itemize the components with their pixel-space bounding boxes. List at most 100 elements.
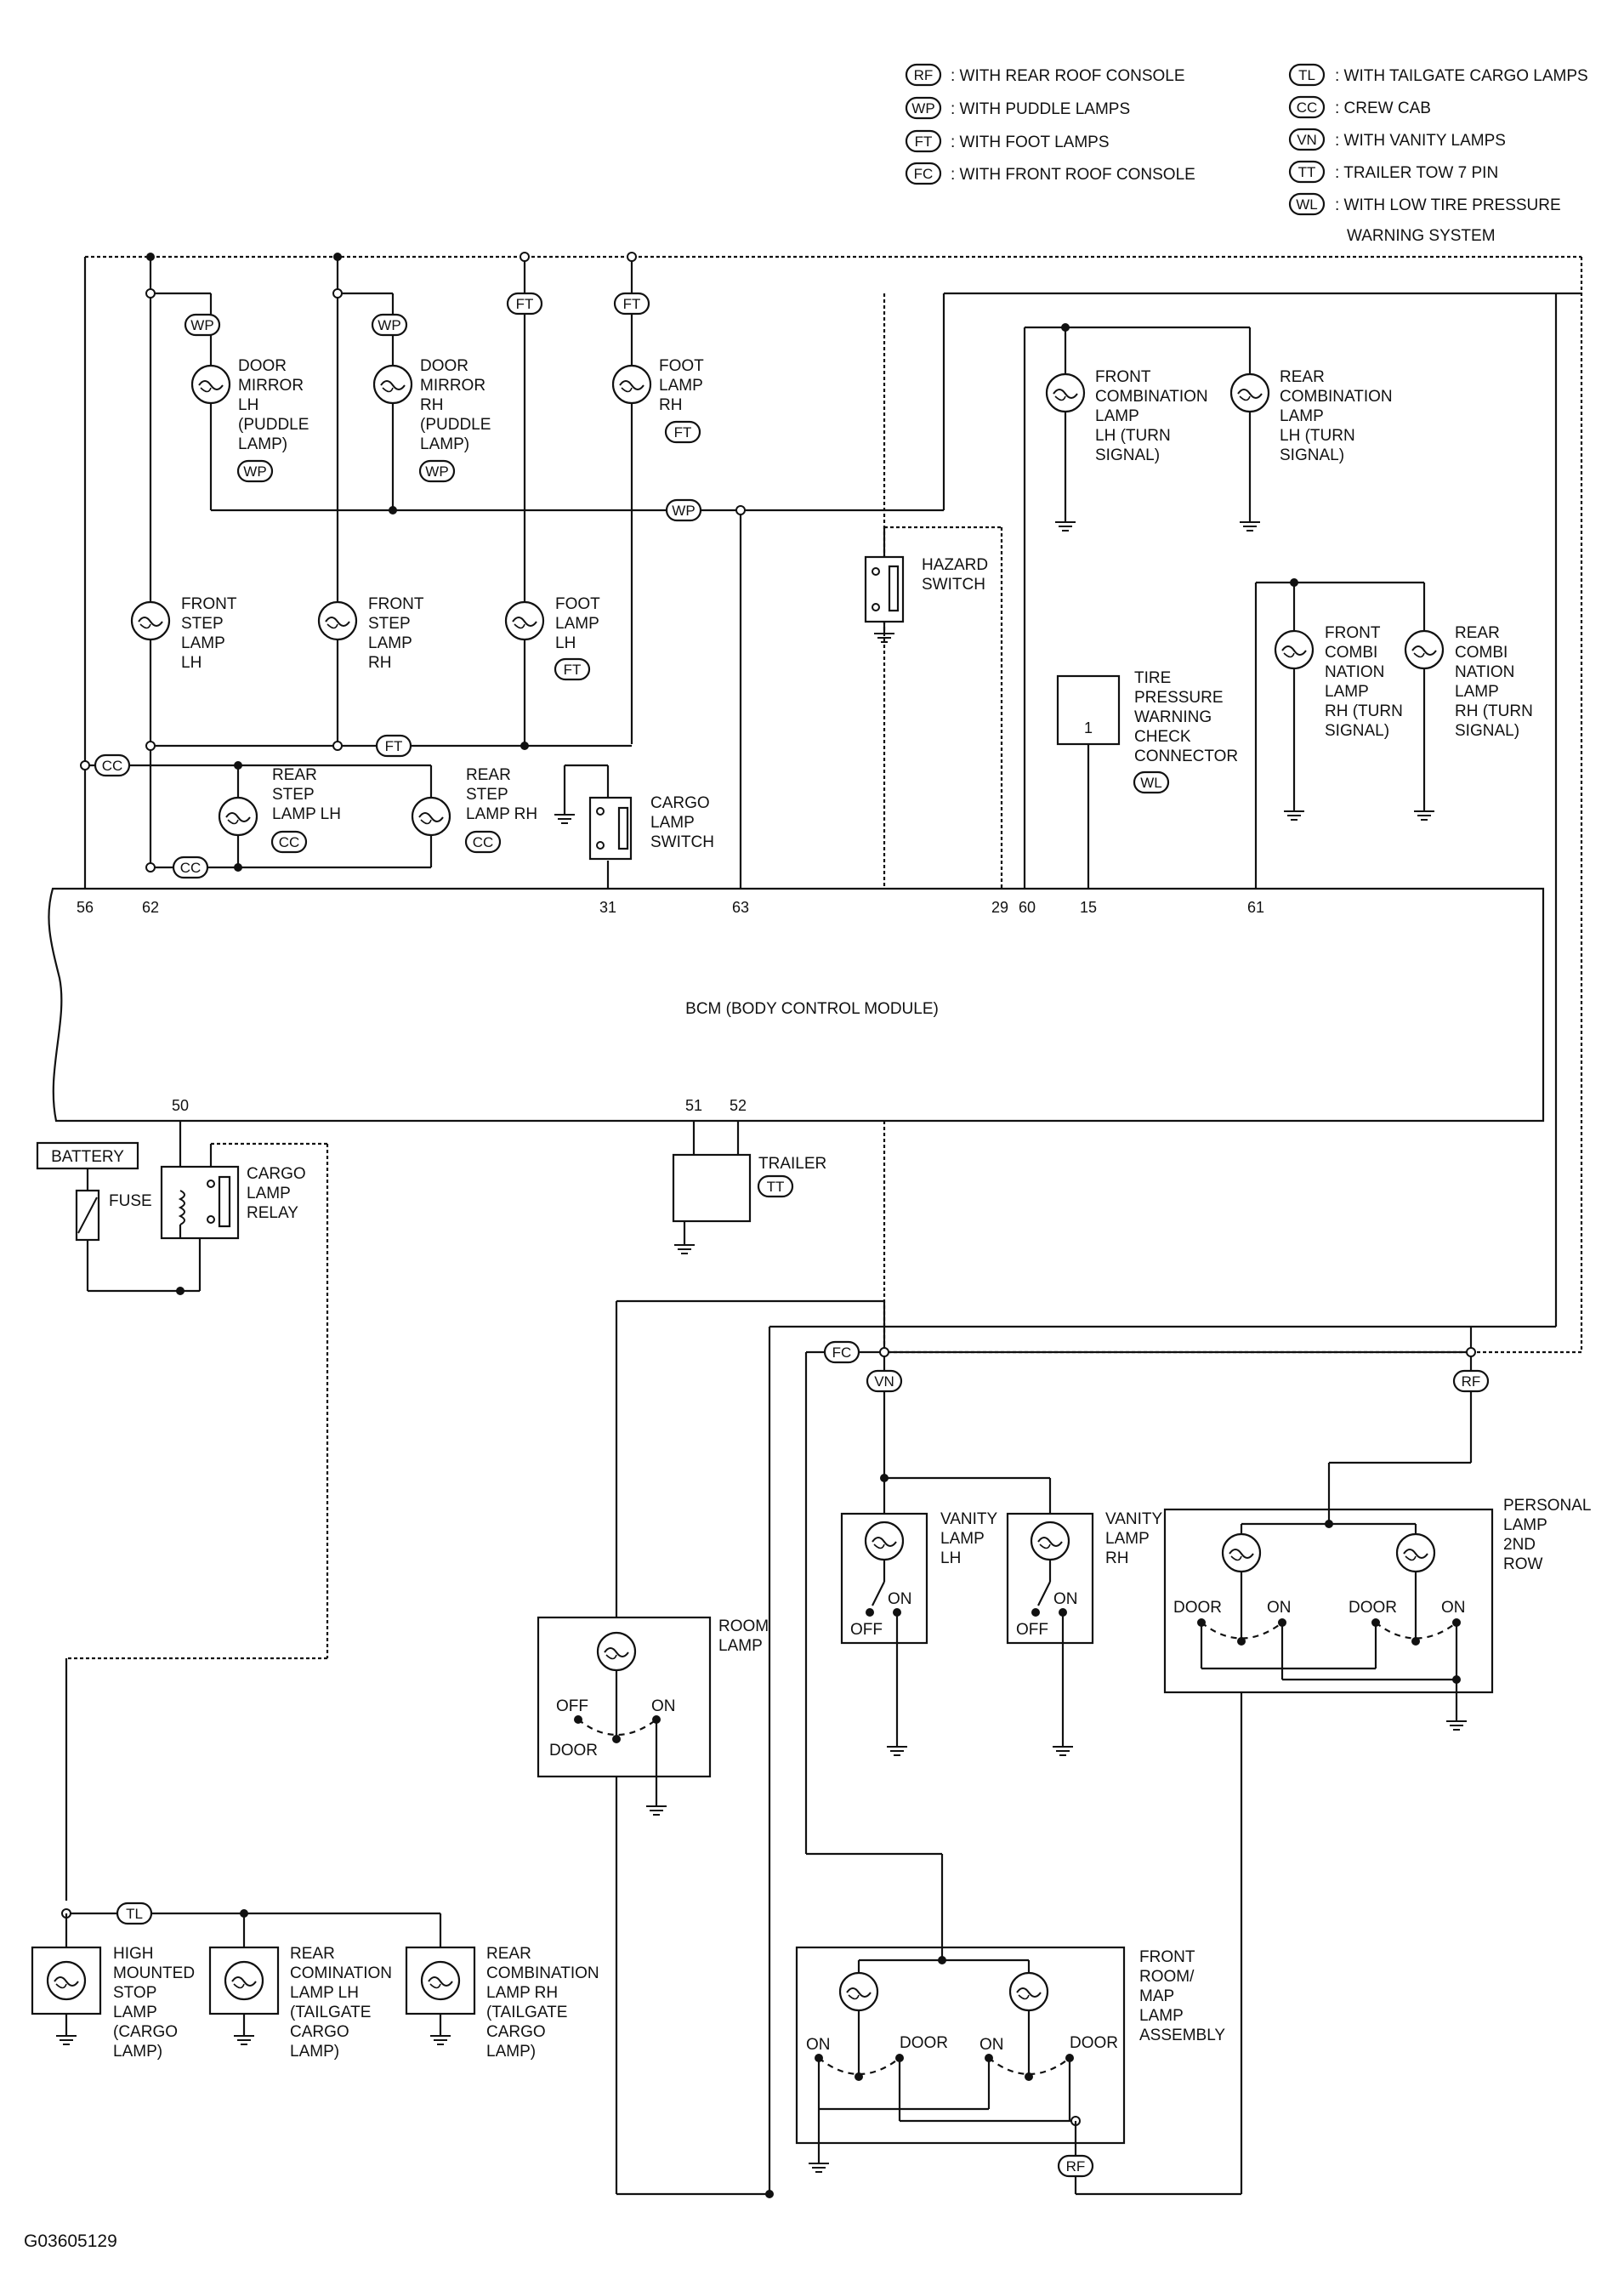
legend-text: : WITH FOOT LAMPS [951,134,1110,151]
bcm-pin: 63 [732,899,749,916]
legend-code: CC [1297,99,1318,116]
component-label: RH (TURN [1325,702,1403,720]
component-label: HIGH [113,1945,154,1963]
personal-lamp-2nd-row: DOOR ON DOOR ON PERSONAL LAMP 2ND ROW [1163,1497,1591,1731]
rear-combination-lamp-lh-tailgate: REAR COMINATION LAMP LH (TAILGATE CARGO … [208,1945,392,2061]
bcm-label: BCM (BODY CONTROL MODULE) [685,1000,939,1018]
bcm-pin: 61 [1247,899,1264,916]
option-tag: TT [767,1179,785,1195]
component-label: FRONT [181,595,237,613]
component-label: LAMP RH [486,1984,558,2002]
legend-item-tl: TL : WITH TAILGATE CARGO LAMPS [1288,63,1588,87]
legend-item-vn: VN : WITH VANITY LAMPS [1288,128,1506,151]
legend-code: WP [911,100,934,117]
component-label: LH [555,634,576,652]
bcm-pin: 51 [685,1097,702,1114]
component-label: LAMP) [113,2043,162,2061]
component-label: COMBINATION [486,1964,599,1982]
component-label: STOP [113,1984,156,2002]
component-label: RH [420,396,443,414]
battery-label: BATTERY [51,1148,124,1166]
component-label: (TAILGATE [290,2004,371,2021]
connector-pin: 1 [1084,719,1093,736]
component-label: COMBINATION [1095,388,1208,406]
legend-code: TT [1298,164,1316,180]
option-tag: WP [243,463,266,480]
switch-on-label: ON [1441,1599,1466,1617]
rear-step-lamp-rh: REAR STEP LAMP RH CC [411,766,537,854]
component-label: NATION [1455,663,1514,681]
component-label: LAMP) [486,2043,536,2061]
component-label: MIRROR [238,377,304,395]
option-tag: WP [378,317,400,333]
switch-on-label: ON [980,2036,1004,2054]
switch-on-label: ON [1053,1590,1078,1608]
switch-door-label: DOOR [900,2034,948,2052]
legend-text-continued: WARNING SYSTEM [1347,227,1496,245]
component-label: RH [1105,1549,1128,1567]
component-label: PERSONAL [1503,1497,1591,1515]
component-label: REAR [1455,624,1500,642]
component-label: CARGO [290,2023,349,2041]
legend-code: TL [1298,67,1315,83]
legend-text: : WITH LOW TIRE PRESSURE [1335,196,1561,214]
component-label: CARGO [650,794,710,812]
component-label: DOOR [238,357,287,375]
component-label: LAMP [1139,2007,1184,2025]
legend-item-wp: WP : WITH PUDDLE LAMPS [905,96,1130,120]
component-label: MIRROR [420,377,485,395]
switch-door-label: DOOR [1173,1599,1222,1617]
component-label: REAR [486,1945,531,1963]
hazard-switch: HAZARD SWITCH [864,527,988,644]
component-label: FOOT [555,595,600,613]
component-label: SIGNAL) [1455,722,1519,740]
option-tag: WL [1140,775,1162,791]
bcm-pin: 56 [77,899,94,916]
component-label: STEP [272,786,315,804]
upper-wiring [83,255,1583,1354]
component-label: LAMP [555,615,599,633]
component-label: PRESSURE [1134,689,1224,707]
front-combination-lamp-rh: FRONT COMBI NATION LAMP RH (TURN SIGNAL) [1274,624,1403,821]
component-label: NATION [1325,663,1384,681]
front-room-map-lamp-assembly: RF ON DOOR ON DOOR FRONT ROOM/ MAP LAMP … [795,1946,1225,2178]
bcm-pin: 50 [172,1097,189,1114]
component-label: MOUNTED [113,1964,195,1982]
component-label: RH (TURN [1455,702,1533,720]
option-tag: WP [425,463,448,480]
component-label: CONNECTOR [1134,748,1238,765]
component-label: LH (TURN [1095,427,1171,445]
component-label: LAMP [1503,1516,1547,1534]
component-label: 2ND [1503,1536,1536,1554]
component-label: LAMP [659,377,703,395]
component-label: LAMP LH [272,805,341,823]
bcm-pin: 60 [1019,899,1036,916]
component-label: SIGNAL) [1280,446,1344,464]
component-label: SIGNAL) [1325,722,1389,740]
legend-text: : WITH REAR ROOF CONSOLE [951,67,1185,85]
component-label: HAZARD [922,556,988,574]
component-label: RH [368,654,391,672]
option-tag: FC [832,1344,852,1361]
component-label: CARGO [247,1165,306,1183]
component-label: LAMP [247,1185,291,1202]
tailgate-cargo-lamps: TL HIGH MOUNTED STOP LAMP (CARGO LAMP) R… [31,1902,599,2061]
switch-door-label: DOOR [549,1742,598,1759]
component-label: VANITY [1105,1510,1163,1528]
trailer-module: TRAILER TT [672,1121,826,1255]
switch-door-label: DOOR [1070,2034,1118,2052]
option-tag: CC [473,834,494,850]
component-label: SIGNAL) [1095,446,1160,464]
switch-on-label: ON [888,1590,912,1608]
component-label: REAR [272,766,317,784]
component-label: LH (TURN [1280,427,1355,445]
option-tag: RF [1066,2158,1086,2174]
bcm-pin: 31 [599,899,616,916]
component-label: WARNING [1134,708,1212,726]
legend-code: WL [1296,196,1318,213]
component-label: LAMP [940,1530,985,1548]
component-label: RELAY [247,1204,298,1222]
fuse-label: FUSE [109,1192,152,1210]
component-label: LAMP LH [290,1984,359,2002]
